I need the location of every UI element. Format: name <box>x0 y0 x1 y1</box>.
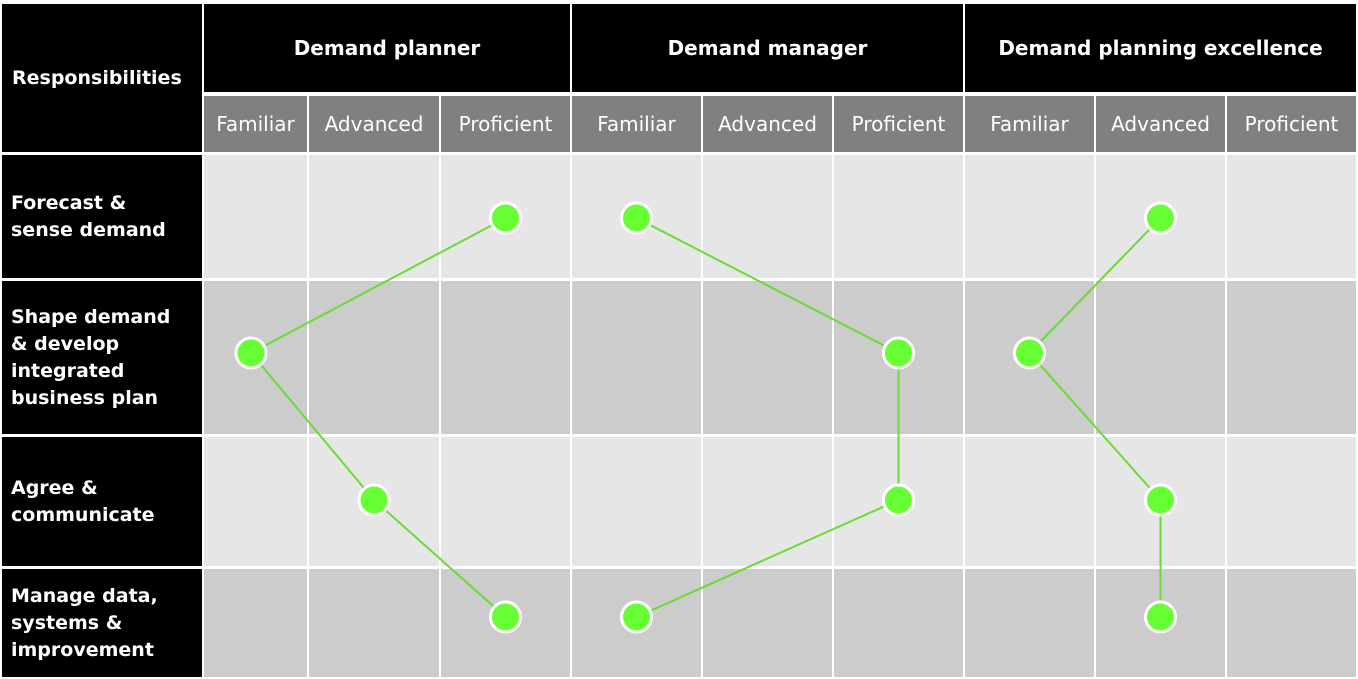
proficiency-marker <box>620 600 653 634</box>
responsibilities-header: Responsibilities <box>2 4 202 152</box>
proficiency-marker <box>1013 336 1046 370</box>
grid-cell <box>1227 281 1356 434</box>
level-header: Proficient <box>1227 96 1356 152</box>
level-header: Familiar <box>204 96 307 152</box>
grid-cell <box>834 569 963 677</box>
proficiency-marker <box>234 336 268 370</box>
grid-cell <box>204 437 307 566</box>
path-connector <box>636 499 899 618</box>
path-connector <box>373 499 507 618</box>
grid-cell <box>1227 437 1356 566</box>
row-label-shape-demand: Shape demand & develop integrated busine… <box>2 281 202 434</box>
path-connector <box>250 352 375 501</box>
grid-cell <box>204 569 307 677</box>
row-label-manage-data: Manage data, systems & improvement <box>2 569 202 677</box>
level-header: Familiar <box>965 96 1094 152</box>
grid-cell <box>965 569 1094 677</box>
row-label-forecast: Forecast & sense demand <box>2 155 202 278</box>
path-connector <box>250 217 506 354</box>
proficiency-marker <box>489 600 522 634</box>
path-connector <box>1028 352 1162 501</box>
grid-cell <box>703 155 832 278</box>
level-header: Proficient <box>441 96 570 152</box>
grid-cell <box>703 437 832 566</box>
grid-cell <box>441 281 570 434</box>
level-header: Familiar <box>572 96 701 152</box>
proficiency-marker <box>620 201 653 235</box>
grid-cell <box>965 437 1094 566</box>
level-header: Advanced <box>703 96 832 152</box>
grid-cell <box>703 281 832 434</box>
level-header: Proficient <box>834 96 963 152</box>
level-header: Advanced <box>309 96 439 152</box>
grid-cell <box>1096 281 1225 434</box>
grid-cell <box>965 155 1094 278</box>
proficiency-marker <box>357 483 391 517</box>
role-header-demand-manager: Demand manager <box>572 4 963 92</box>
grid-cell <box>309 155 439 278</box>
grid-cell <box>441 437 570 566</box>
path-connector <box>636 217 899 354</box>
grid-cell <box>572 281 701 434</box>
proficiency-marker <box>882 336 915 370</box>
proficiency-marker <box>1144 483 1177 517</box>
grid-cell <box>204 155 307 278</box>
proficiency-marker <box>1144 600 1177 634</box>
grid-cell <box>834 155 963 278</box>
grid-cell <box>309 569 439 677</box>
level-header: Advanced <box>1096 96 1225 152</box>
proficiency-marker <box>1144 201 1177 235</box>
role-header-demand-planner: Demand planner <box>204 4 570 92</box>
grid-cell <box>572 437 701 566</box>
role-header-demand-planning-excellence: Demand planning excellence <box>965 4 1356 92</box>
grid-cell <box>1227 155 1356 278</box>
grid-cell <box>309 281 439 434</box>
proficiency-marker <box>489 201 522 235</box>
grid-cell <box>1227 569 1356 677</box>
grid-cell <box>703 569 832 677</box>
row-label-agree: Agree & communicate <box>2 437 202 566</box>
path-connector <box>1028 217 1162 354</box>
proficiency-marker <box>882 483 915 517</box>
